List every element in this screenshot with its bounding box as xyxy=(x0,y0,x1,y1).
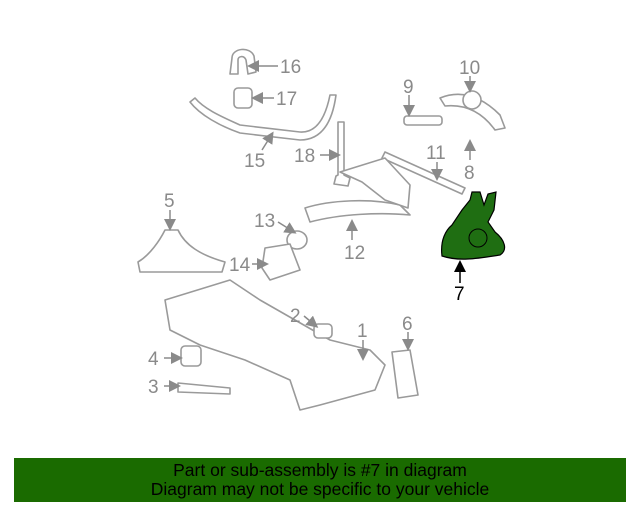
callout-2[interactable]: 2 xyxy=(290,306,301,327)
callout-7[interactable]: 7 xyxy=(454,284,465,305)
banner-line-part: Part or sub-assembly is #7 in diagram xyxy=(173,460,467,480)
callout-18[interactable]: 18 xyxy=(294,146,315,167)
callout-15[interactable]: 15 xyxy=(244,151,265,172)
part-link-18[interactable] xyxy=(333,121,351,187)
part-bracket-6[interactable] xyxy=(391,349,419,399)
part-bracket-16[interactable] xyxy=(229,48,257,75)
callout-4[interactable]: 4 xyxy=(148,349,159,370)
callout-16[interactable]: 16 xyxy=(280,57,301,78)
part-arm-12[interactable] xyxy=(304,199,411,223)
callout-9[interactable]: 9 xyxy=(403,77,414,98)
part-bushing-13[interactable] xyxy=(286,230,308,250)
part-knuckle-7[interactable] xyxy=(441,191,506,260)
part-bushing-2[interactable] xyxy=(313,323,333,339)
callout-5[interactable]: 5 xyxy=(164,191,175,212)
part-arm-8[interactable] xyxy=(439,93,506,131)
callout-12[interactable]: 12 xyxy=(344,243,365,264)
part-knuckle-hub xyxy=(468,228,488,248)
part-bolt-9[interactable] xyxy=(403,115,443,126)
callout-11[interactable]: 11 xyxy=(426,143,446,164)
callout-10[interactable]: 10 xyxy=(459,58,480,79)
part-bushing-4[interactable] xyxy=(180,345,202,367)
part-stabilizer-bar[interactable] xyxy=(189,94,337,141)
part-bushing-10[interactable] xyxy=(462,90,482,110)
callout-1[interactable]: 1 xyxy=(357,321,368,342)
callout-8[interactable]: 8 xyxy=(464,163,475,184)
callout-17[interactable]: 17 xyxy=(276,89,297,110)
info-banner: Part or sub-assembly is #7 in diagram Di… xyxy=(14,458,626,502)
callout-13[interactable]: 13 xyxy=(254,211,275,232)
callout-3[interactable]: 3 xyxy=(148,377,159,398)
banner-line-disclaimer: Diagram may not be specific to your vehi… xyxy=(150,479,490,499)
part-arm-upper[interactable] xyxy=(339,157,411,209)
callout-14[interactable]: 14 xyxy=(229,255,251,276)
part-bracket-5[interactable] xyxy=(137,229,226,273)
part-crossmember-1[interactable] xyxy=(164,279,386,411)
callout-6[interactable]: 6 xyxy=(402,314,413,335)
parts-diagram: 16 17 15 18 9 10 11 8 5 13 12 14 7 2 1 6… xyxy=(137,48,506,411)
part-bushing-17[interactable] xyxy=(233,87,253,109)
part-link-3[interactable] xyxy=(177,382,231,395)
